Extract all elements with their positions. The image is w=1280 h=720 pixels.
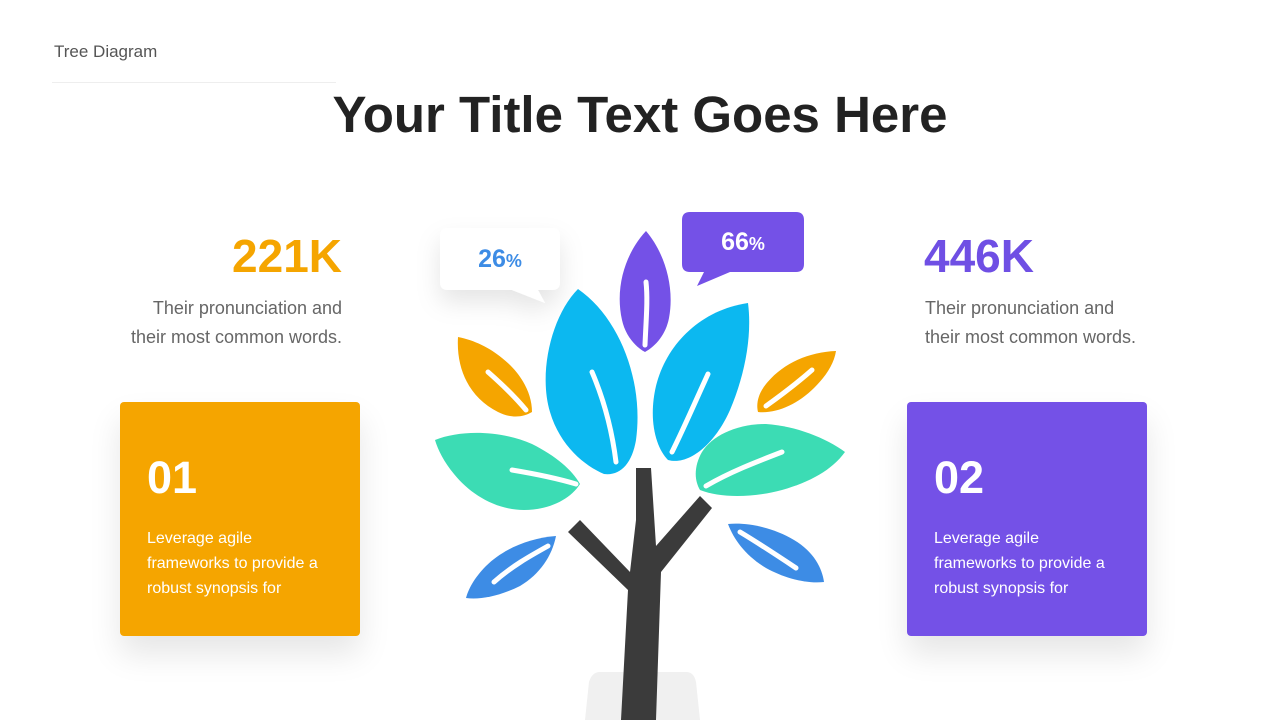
percent-sign: % [505,251,522,271]
card-text: Leverage agile frameworks to provide a r… [934,530,1105,597]
card-02: 02 Leverage agile frameworks to provide … [907,402,1147,636]
right-stat-description: Their pronunciation and their most commo… [925,294,1136,352]
left-desc-line-2: their most common words. [130,327,342,347]
callout-number: 66 [721,228,749,256]
right-desc-line-1: Their pronunciation and [925,298,1115,318]
right-stat-value: 446K [924,230,1034,282]
left-desc-line-1: Their pronunciation and [152,298,342,318]
page-title: Your Title Text Goes Here [332,86,948,143]
callout-value-left: 26% [440,244,560,276]
label-divider [52,82,336,83]
card-01: 01 Leverage agile frameworks to provide … [120,402,360,636]
left-stat-value: 221K [232,230,342,282]
left-stat-description: Their pronunciation and their most commo… [131,294,342,352]
card-text: Leverage agile frameworks to provide a r… [147,530,318,597]
leaf-veins [485,279,815,585]
leaf-sky-right [652,303,750,461]
callout-bubble-right [682,212,804,286]
leaf-teal-right [695,424,845,496]
leaf-sky-left [545,289,638,475]
card-number: 01 [147,452,198,503]
callout-bubble-left [440,228,560,303]
slide-label: Tree Diagram [54,42,158,61]
callout-number: 26 [478,245,506,273]
leaf-teal-left [435,432,580,510]
tree-trunk [568,468,712,720]
card-number: 02 [934,452,985,503]
percent-sign: % [748,234,765,254]
right-desc-line-2: their most common words. [925,327,1137,347]
callout-value-right: 66% [682,227,804,259]
